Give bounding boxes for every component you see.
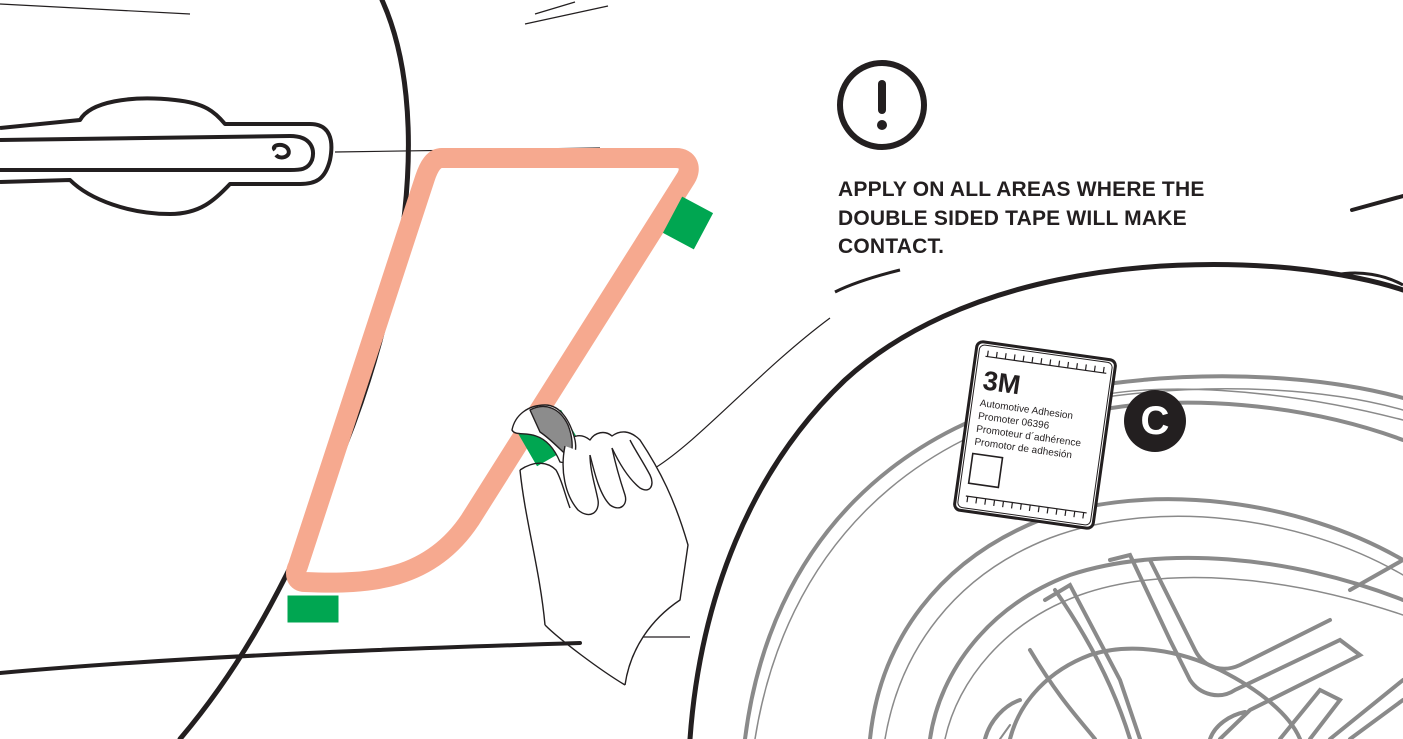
warning-message: APPLY ON ALL AREAS WHERE THE DOUBLE SIDE… [838, 176, 1308, 262]
warning-line-1: APPLY ON ALL AREAS WHERE THE [838, 176, 1308, 205]
door-handle [0, 98, 331, 214]
tape-tab-bottom-left [288, 596, 338, 622]
warning-line-2: DOUBLE SIDED TAPE WILL MAKE [838, 205, 1308, 234]
sketch-lines [0, 2, 830, 637]
adhesion-promoter-package: 3M Automotive Adhesion Promoter 06396 Pr… [954, 341, 1116, 529]
package-brand: 3M [981, 365, 1022, 400]
fender-arch-inner [835, 270, 900, 292]
warning-line-3: CONTACT. [838, 233, 1308, 262]
door-bottom-line [0, 643, 580, 673]
step-badge: C [1124, 390, 1186, 452]
exclamation-circle-icon [840, 63, 924, 147]
body-crease-line [1352, 196, 1403, 210]
